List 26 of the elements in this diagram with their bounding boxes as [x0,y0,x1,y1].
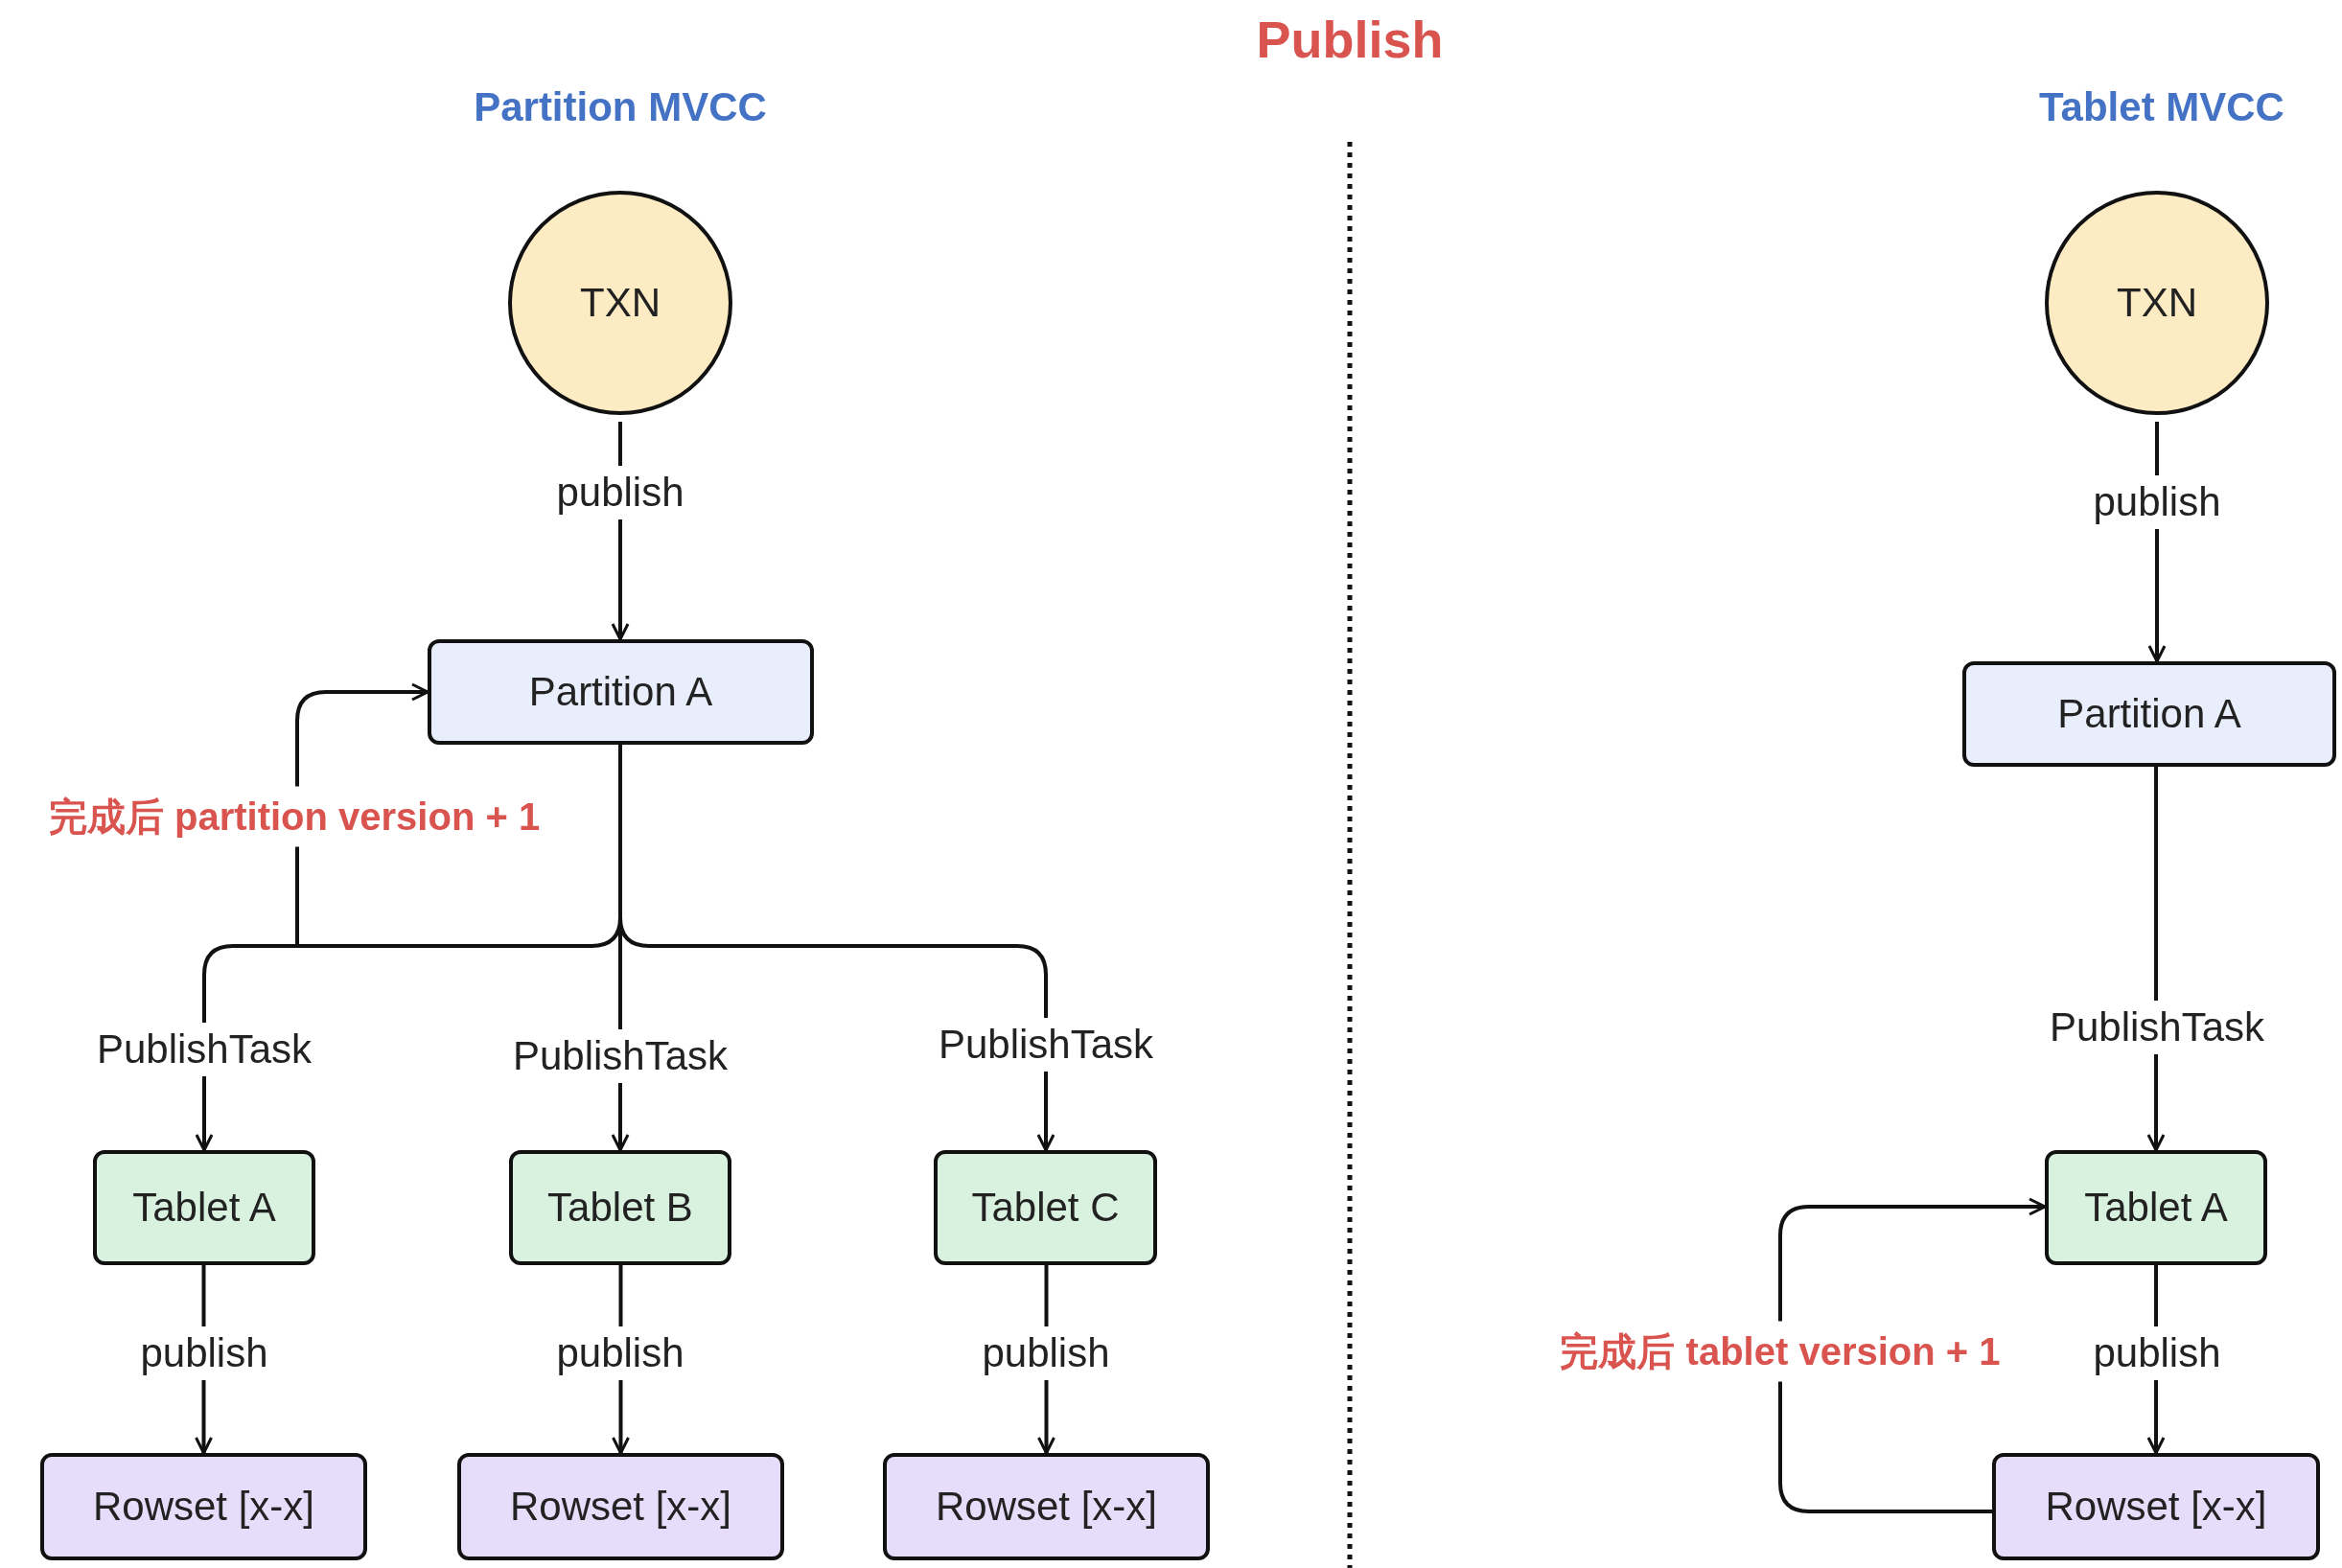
tablet-box [93,1150,315,1265]
node-label: Rowset [x-x] [2045,1484,2267,1530]
section-heading: Partition MVCC [474,84,767,130]
node-label: Partition A [528,669,713,715]
node-label: Partition A [2057,691,2241,737]
rowset-box [457,1453,784,1560]
rowset-box [1992,1453,2320,1560]
node-label: Tablet A [2084,1185,2228,1231]
tablet-box [2045,1150,2267,1265]
node-label: Tablet B [547,1185,693,1231]
node-label: TXN [2117,280,2197,326]
node-label: Rowset [x-x] [509,1484,731,1530]
tablet-box [509,1150,731,1265]
diagram-title: Publish [1256,10,1444,69]
node-label: Rowset [x-x] [92,1484,314,1530]
node-label: Tablet C [971,1185,1120,1231]
node-label: Tablet A [132,1185,276,1231]
partition-box [428,639,814,745]
arrow [1778,1197,2047,1513]
tablet-box [934,1150,1157,1265]
node-label: Rowset [x-x] [935,1484,1157,1530]
node-label: TXN [580,280,661,326]
partition-box [1962,661,2336,767]
rowset-box [883,1453,1210,1560]
rowset-box [40,1453,367,1560]
section-heading: Tablet MVCC [2039,84,2284,130]
